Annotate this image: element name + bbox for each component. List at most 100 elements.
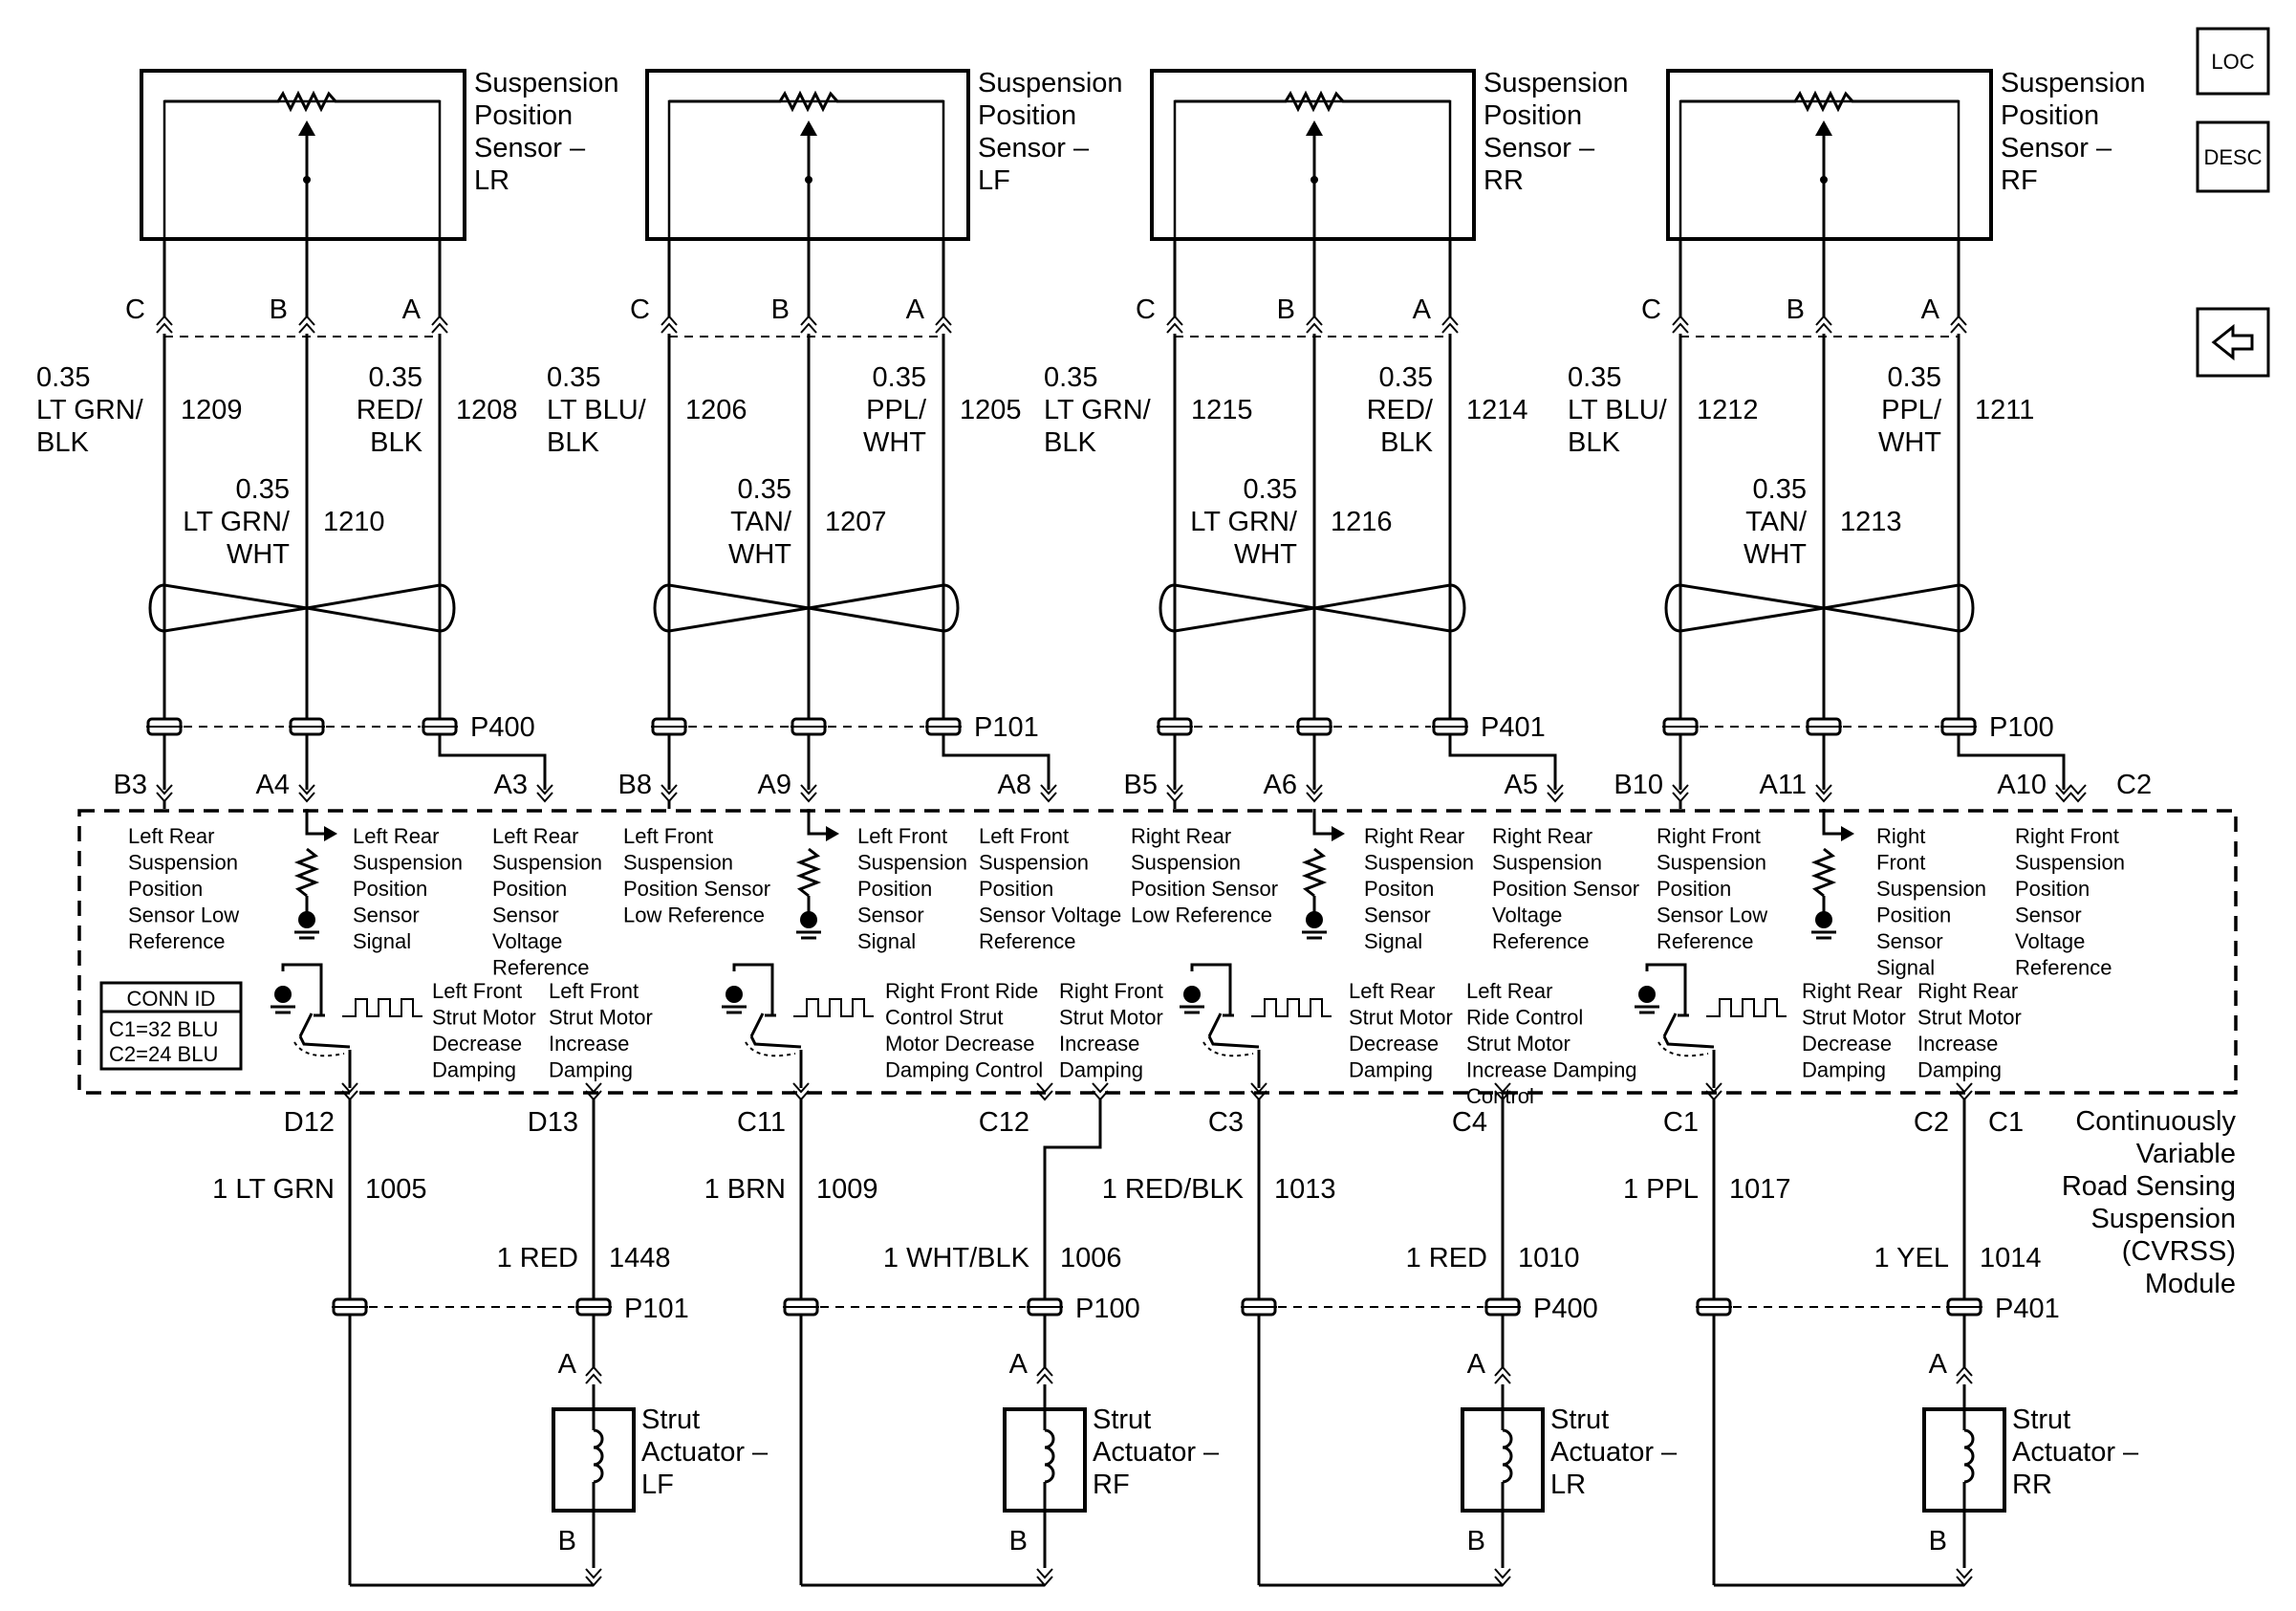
connector-label: P400 bbox=[470, 712, 535, 743]
conn-id-frame bbox=[99, 981, 243, 1071]
connector-terminal-icon bbox=[1815, 315, 1832, 334]
pwm-signal-icon bbox=[342, 998, 422, 1017]
module-function-label: Suspension bbox=[979, 851, 1089, 875]
connector-terminal-icon bbox=[1092, 1082, 1109, 1101]
sensor-inner-frame bbox=[1173, 99, 1452, 241]
wire-a-label: WHT bbox=[1878, 427, 1941, 458]
actuator-pin-label: B bbox=[558, 1526, 576, 1557]
module-function-label: Decrease bbox=[432, 1032, 522, 1056]
connector-label: P401 bbox=[1995, 1294, 2060, 1324]
module-function-label: Low Reference bbox=[623, 903, 765, 927]
inline-connector-icon bbox=[332, 1297, 368, 1317]
module-function-label: Strut Motor bbox=[1349, 1006, 1453, 1030]
module-pin-label: C3 bbox=[1208, 1107, 1244, 1138]
loc-button[interactable]: LOC bbox=[2196, 27, 2270, 96]
wire-b-circuit: 1207 bbox=[825, 507, 887, 537]
inline-connector-icon bbox=[1940, 717, 1977, 736]
conn-id-title: CONN ID bbox=[127, 987, 216, 1011]
connector-terminal-icon bbox=[1306, 784, 1323, 803]
wire-high bbox=[1043, 1099, 1102, 1299]
ground-icon bbox=[294, 911, 319, 940]
switch-arc-icon bbox=[293, 1041, 345, 1057]
desc-button[interactable]: DESC bbox=[2196, 120, 2270, 193]
inline-connector-icon bbox=[925, 717, 962, 736]
wire bbox=[732, 963, 774, 1015]
module-function-label: Reference bbox=[128, 929, 226, 953]
inline-connector-icon bbox=[1662, 717, 1699, 736]
connector-terminal-icon bbox=[1441, 315, 1459, 334]
module-function-label: Sensor Voltage bbox=[979, 903, 1121, 927]
module-pin-label: A9 bbox=[758, 770, 791, 800]
wire-a-label: PPL/ bbox=[1881, 395, 1942, 425]
wire-a-label: 0.35 bbox=[1379, 362, 1433, 393]
module-function-label: Reference bbox=[2015, 956, 2112, 980]
module-function-label: Reference bbox=[1657, 929, 1754, 953]
wire-c-label: BLK bbox=[547, 427, 599, 458]
actuator-title: Strut bbox=[641, 1404, 700, 1435]
inline-connector-icon bbox=[1806, 717, 1842, 736]
sensor-pin-label: C bbox=[630, 294, 650, 325]
wire-c-label: LT BLU/ bbox=[547, 395, 647, 425]
conn-id-c2: C2=24 BLU bbox=[109, 1042, 218, 1066]
signal-arrow-icon bbox=[324, 826, 337, 841]
junction-dot bbox=[805, 176, 812, 184]
inline-connector-icon bbox=[422, 717, 458, 736]
back-button[interactable] bbox=[2196, 307, 2270, 378]
module-function-label: Reference bbox=[1492, 929, 1590, 953]
connector-terminal-icon bbox=[1815, 784, 1832, 803]
sensor-title: Position bbox=[474, 100, 573, 131]
sensor-title: Suspension bbox=[2001, 68, 2146, 98]
resistor-icon bbox=[293, 847, 320, 898]
module-pin-label: A4 bbox=[256, 770, 290, 800]
wiper-arrow-icon bbox=[298, 120, 315, 136]
module-pin-label: A11 bbox=[1760, 770, 1807, 800]
module-function-label: Right Front bbox=[1657, 824, 1761, 848]
sensor-box bbox=[140, 69, 466, 241]
module-function-label: Strut Motor bbox=[1802, 1006, 1906, 1030]
module-function-label: Damping bbox=[1059, 1058, 1143, 1082]
module-function-label: Signal bbox=[1364, 929, 1422, 953]
connector-terminal-icon bbox=[1547, 784, 1564, 803]
sensor-pin-label: C bbox=[1136, 294, 1156, 325]
module-function-label: Low Reference bbox=[1131, 903, 1272, 927]
module-function-label: Suspension bbox=[857, 851, 967, 875]
wire-a-label: PPL/ bbox=[866, 395, 927, 425]
switch-arc-icon bbox=[1202, 1041, 1254, 1057]
sensor-pin-label: B bbox=[771, 294, 790, 325]
wire-c-label: BLK bbox=[36, 427, 89, 458]
ground-dot bbox=[800, 911, 817, 928]
switch-icon bbox=[1207, 1012, 1223, 1037]
left-arrow-shape bbox=[2211, 323, 2254, 361]
connector-terminal-icon bbox=[1166, 315, 1183, 334]
module-function-label: Left Rear bbox=[1466, 979, 1553, 1003]
sensor-title: Suspension bbox=[1484, 68, 1629, 98]
module-function-label: Voltage bbox=[492, 929, 562, 953]
sensor-pin-label: B bbox=[1277, 294, 1295, 325]
module-function-label: Ride Control bbox=[1466, 1006, 1583, 1030]
sensor-pin-label: A bbox=[1921, 294, 1940, 325]
conn-id-c1: C1=32 BLU bbox=[109, 1017, 218, 1041]
wire-low-label: 1 BRN bbox=[704, 1174, 786, 1205]
module-function-label: Left Front bbox=[857, 824, 947, 848]
inline-connector-icon bbox=[1296, 717, 1332, 736]
actuator-pin-label: A bbox=[558, 1349, 577, 1380]
actuator-title: LF bbox=[641, 1469, 674, 1500]
module-function-label: Left Front bbox=[549, 979, 639, 1003]
connector-terminal-icon bbox=[935, 315, 952, 334]
module-function-label: Suspension bbox=[1876, 877, 1986, 901]
wire-high-label: 1 WHT/BLK bbox=[883, 1243, 1030, 1274]
sensor-title: Position bbox=[1484, 100, 1582, 131]
actuator-pin-label: A bbox=[1929, 1349, 1948, 1380]
ground-dot bbox=[1638, 986, 1656, 1003]
left-arrow-icon bbox=[2196, 307, 2270, 378]
sensor-title: LF bbox=[978, 165, 1010, 196]
module-function-label: Position Sensor bbox=[1492, 877, 1639, 901]
module-function-label: Signal bbox=[1876, 956, 1935, 980]
connector-label: P401 bbox=[1481, 712, 1546, 743]
actuator-pin-label: B bbox=[1009, 1526, 1028, 1557]
module-function-label: Signal bbox=[353, 929, 411, 953]
module-function-label: Increase bbox=[1917, 1032, 1998, 1056]
wire-b-label: WHT bbox=[1744, 539, 1807, 570]
